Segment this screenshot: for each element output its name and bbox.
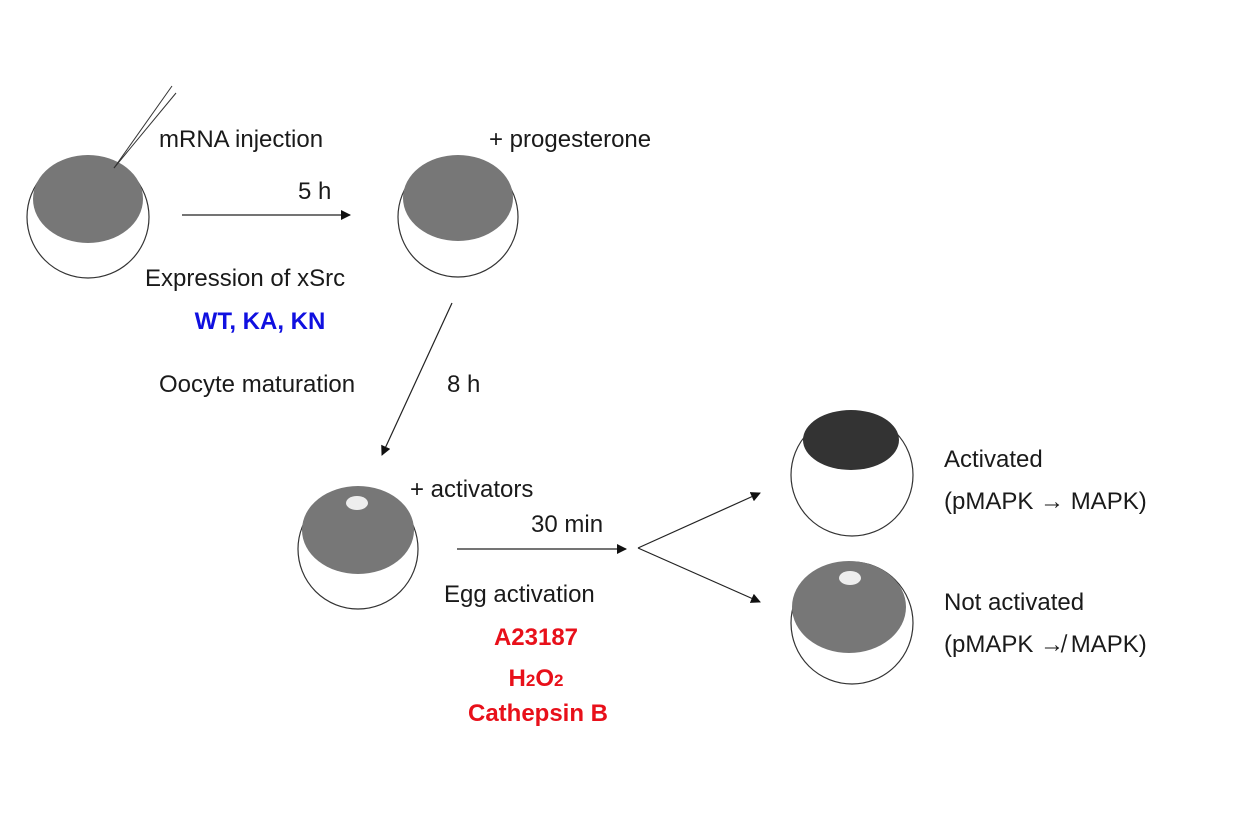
activated-egg — [790, 410, 914, 537]
xsrc-variants: WT, KA, KN — [195, 308, 326, 335]
expression-label: Expression of xSrc — [145, 265, 345, 292]
activator-a23187: A23187 — [494, 624, 578, 651]
expressing-oocyte — [397, 155, 519, 278]
activation-time: 30 min — [531, 511, 603, 538]
progesterone-label: + progesterone — [489, 126, 651, 153]
activator-cathepsin-b: Cathepsin B — [468, 700, 608, 727]
injected-oocyte — [26, 85, 177, 279]
activators-label: + activators — [410, 476, 533, 503]
activated-detail: (pMAPK → MAPK) — [944, 488, 1147, 515]
injection-label: mRNA injection — [159, 126, 323, 153]
egg-activation-label: Egg activation — [444, 581, 595, 608]
not-activated-egg — [790, 561, 914, 685]
maturation-label: Oocyte maturation — [159, 371, 355, 398]
arrow-not-activated — [637, 547, 761, 603]
activated-title: Activated — [944, 446, 1043, 473]
arrow-maturation — [381, 302, 453, 456]
not-activated-title: Not activated — [944, 589, 1084, 616]
injection-time: 5 h — [298, 178, 331, 205]
mature-egg — [297, 486, 419, 610]
arrow-activated — [637, 492, 761, 549]
not-activated-detail: (pMAPK ↛ MAPK) — [944, 631, 1147, 658]
maturation-time: 8 h — [447, 371, 480, 398]
activator-h2o2: H2O2 — [509, 665, 564, 692]
